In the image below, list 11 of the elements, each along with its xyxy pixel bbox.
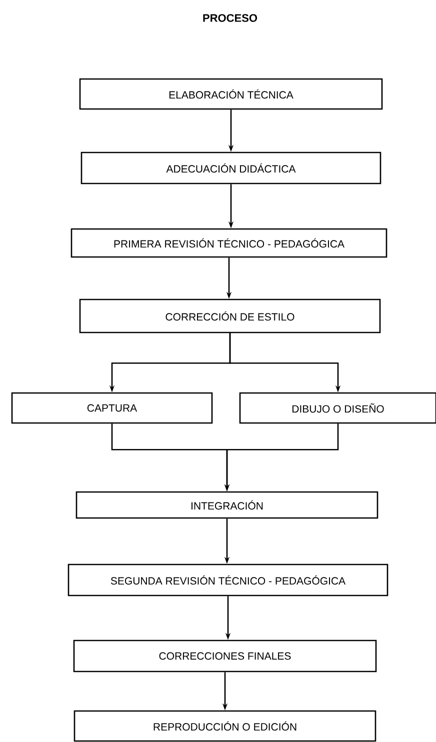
process-box: REPRODUCCIÓN O EDICIÓN	[74, 710, 376, 742]
title: PROCESO	[203, 14, 258, 22]
process-box: INTEGRACIÓN	[76, 491, 378, 519]
process-box: CORRECCIÓN DE ESTILO	[79, 298, 381, 334]
process-box: ELABORACIÓN TÉCNICA	[79, 78, 383, 110]
process-box: SEGUNDA REVISIÓN TÉCNICO - PEDAGÓGICA	[68, 564, 388, 596]
process-box: CORRECCIONES FINALES	[73, 640, 377, 672]
process-box: ADECUACIÓN DIDÁCTICA	[80, 152, 382, 184]
process-box: DIBUJO O DISEÑO	[239, 392, 436, 424]
process-box: CAPTURA	[11, 392, 213, 424]
process-box: PRIMERA REVISIÓN TÉCNICO - PEDAGÓGICA	[70, 228, 388, 258]
